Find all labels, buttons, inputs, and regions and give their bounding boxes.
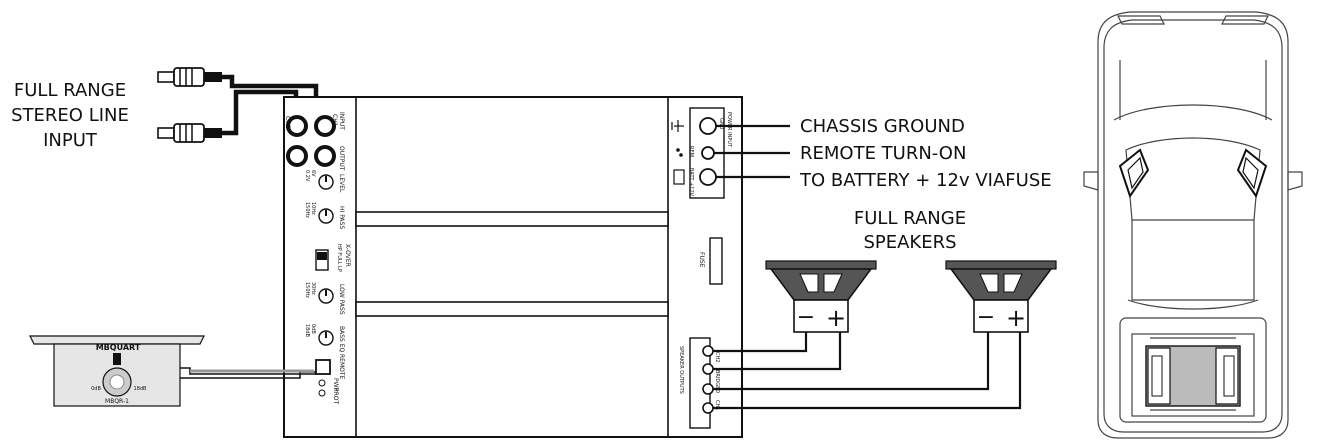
gnd-text: GND bbox=[718, 118, 724, 130]
power-input-text: POWER INPUT bbox=[726, 112, 732, 148]
low-pass-min-text: 30Hz bbox=[310, 282, 316, 295]
speaker-left-plus: + bbox=[826, 304, 846, 332]
battery-label: TO BATTERY + 12v VIAFUSE bbox=[799, 170, 1052, 191]
level-text: LEVEL bbox=[338, 174, 345, 193]
speaker-terminal-2-icon bbox=[702, 363, 714, 375]
remote-port-icon bbox=[315, 359, 331, 375]
heatsink-fin-2 bbox=[355, 301, 669, 317]
bass-eq-max-text: 18dB bbox=[304, 324, 310, 338]
speakers-label-line2: SPEAKERS bbox=[863, 232, 956, 253]
input-label-line3: INPUT bbox=[43, 130, 98, 151]
input-ch2-jack-icon bbox=[286, 115, 308, 137]
pwr-text: PWR bbox=[332, 378, 339, 392]
input-label-line1: FULL RANGE bbox=[14, 80, 126, 101]
bass-eq-min-text: 0dB bbox=[310, 324, 316, 334]
low-pass-max-text: 150Hz bbox=[304, 282, 310, 298]
heatsink-fin-1 bbox=[355, 211, 669, 227]
rca-plug-bottom bbox=[157, 123, 222, 143]
batt-terminal-icon bbox=[699, 168, 717, 186]
amplifier: INPUT CH1 CH2 OUTPUT LEVEL 6V 0.2V HI PA… bbox=[283, 96, 743, 438]
fuse-icon bbox=[709, 237, 723, 285]
speaker-terminal-4-icon bbox=[702, 402, 714, 414]
remote-turn-on-label: REMOTE TURN-ON bbox=[800, 143, 966, 164]
out-ch1-text: CH1 bbox=[714, 400, 720, 410]
prot-text: PROT bbox=[332, 388, 339, 405]
speaker-right: − + bbox=[945, 260, 1057, 333]
ch2-text: CH2 bbox=[284, 116, 291, 129]
hi-pass-max-text: 150Hz bbox=[304, 202, 310, 218]
remote-max-text: 18dB bbox=[134, 386, 148, 392]
input-label-line2: STEREO LINE bbox=[11, 105, 129, 126]
level-min-text: 6V bbox=[310, 170, 316, 177]
vehicle-amplifier-icon bbox=[1145, 345, 1241, 407]
x-over-text: X-OVER bbox=[344, 244, 351, 267]
rem-text: REM bbox=[688, 146, 694, 157]
speaker-left-terminal-box bbox=[793, 299, 849, 333]
speaker-wires bbox=[713, 332, 1022, 410]
power-wires bbox=[714, 124, 790, 179]
vehicle-door-speaker-right-icon bbox=[1236, 148, 1268, 199]
speaker-right-terminal-box bbox=[973, 299, 1029, 333]
remote-brand: MBQUART bbox=[96, 343, 141, 352]
pwr-led-icon bbox=[318, 379, 326, 387]
bridged-text: BRIDGED bbox=[714, 370, 720, 393]
vehicle-door-speaker-left-icon bbox=[1118, 148, 1150, 199]
control-panel: INPUT CH1 CH2 OUTPUT LEVEL 6V 0.2V HI PA… bbox=[284, 112, 351, 405]
rem-terminal-icon bbox=[701, 146, 715, 160]
rca-plug-top bbox=[157, 67, 222, 87]
remote-symbol-icon bbox=[676, 148, 683, 157]
input-text: INPUT bbox=[338, 112, 345, 130]
speaker-terminal-3-icon bbox=[702, 383, 714, 395]
input-label: FULL RANGE STEREO LINE INPUT bbox=[11, 80, 129, 151]
low-pass-text: LOW PASS bbox=[338, 284, 345, 315]
power-panel: POWER INPUT GND REM BATT +12V FUSE bbox=[671, 107, 732, 429]
ground-symbol-icon bbox=[671, 120, 684, 132]
speakers-label-line1: FULL RANGE bbox=[854, 208, 966, 229]
remote-text: REMOTE bbox=[338, 354, 345, 380]
remote-model-text: MBQR-1 bbox=[105, 398, 129, 405]
fuse-text: FUSE bbox=[698, 252, 705, 268]
input-ch1-jack-icon bbox=[314, 115, 336, 137]
output-text: OUTPUT bbox=[338, 146, 345, 171]
bass-eq-text: BASS EQ bbox=[338, 326, 345, 353]
remote-cable bbox=[180, 367, 316, 379]
rca-input-cables bbox=[157, 67, 319, 143]
remote-control-unit: MBQUART 0dB 18dB MBQR-1 bbox=[29, 335, 205, 407]
x-over-options-text: HP FULL LP bbox=[336, 244, 342, 272]
hi-pass-min-text: 10Hz bbox=[310, 202, 316, 215]
speaker-terminal-1-icon bbox=[702, 345, 714, 357]
vehicle-top-view-icon bbox=[1083, 11, 1303, 439]
out-ch2-text: CH2 bbox=[714, 352, 720, 362]
remote-indicator-icon bbox=[113, 353, 121, 365]
output-ch1-jack-icon bbox=[314, 145, 336, 167]
speaker-left: − + bbox=[765, 260, 877, 333]
prot-led-icon bbox=[318, 389, 326, 397]
batt-text: BATT +12V bbox=[688, 168, 694, 197]
battery-symbol-icon bbox=[673, 169, 685, 185]
hi-pass-text: HI PASS bbox=[338, 206, 345, 229]
speaker-right-minus: − bbox=[977, 305, 995, 330]
speaker-right-plus: + bbox=[1006, 304, 1026, 332]
chassis-ground-label: CHASSIS GROUND bbox=[800, 116, 965, 137]
speaker-outputs-text: SPEAKER OUTPUTS bbox=[678, 346, 684, 394]
output-ch2-jack-icon bbox=[286, 145, 308, 167]
level-max-text: 0.2V bbox=[304, 170, 310, 182]
gnd-terminal-icon bbox=[699, 117, 717, 135]
speaker-left-minus: − bbox=[797, 305, 815, 330]
remote-min-text: 0dB bbox=[91, 386, 101, 392]
ch1-text: CH1 bbox=[331, 114, 338, 127]
